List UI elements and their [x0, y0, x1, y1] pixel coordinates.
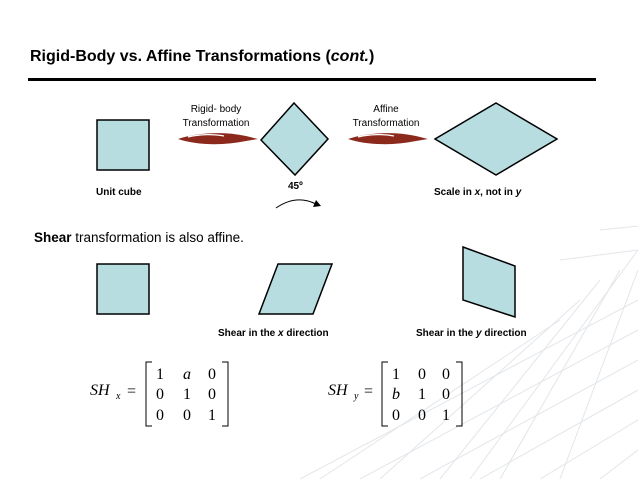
matrix-shy-subscript: y — [353, 391, 359, 402]
rotation-arc — [275, 199, 317, 209]
matrix-shx-cell: 1 — [183, 386, 191, 403]
shear-intro-text: Shear transformation is also affine. — [34, 230, 244, 245]
rigid-body-arrow-icon — [178, 133, 258, 145]
matrix-shy-right-bracket — [456, 361, 463, 427]
matrix-shy-equals: = — [364, 383, 373, 400]
affine-arrow-icon — [348, 133, 428, 145]
shear-x-parallelogram — [257, 263, 334, 315]
matrix-shy: SH y = 1 0 0 b 1 0 0 0 1 — [328, 361, 463, 427]
matrix-shx-right-bracket — [222, 361, 229, 427]
matrix-shx-cell: 0 — [208, 366, 216, 383]
affine-label-line1: Affine — [373, 104, 399, 115]
matrix-shx-cell: 0 — [156, 407, 164, 424]
matrix-shy-cell: 1 — [442, 407, 450, 424]
matrix-shy-cell: 1 — [418, 386, 426, 403]
matrix-shx-cell: 1 — [208, 407, 216, 424]
matrix-shx: SH x = 1 a 0 0 1 0 0 0 1 — [90, 361, 229, 427]
affine-label: Affine Transformation — [338, 103, 434, 131]
matrix-shx-cell: 0 — [183, 407, 191, 424]
matrix-shx-cell: a — [183, 366, 191, 383]
rigid-body-label-line1: Rigid- body — [190, 104, 242, 115]
title-underline — [28, 78, 596, 81]
matrix-shx-left-bracket — [145, 361, 152, 427]
shear-x-label: Shear in the x direction — [218, 328, 329, 339]
matrix-shy-cell: 0 — [442, 386, 450, 403]
affine-arrow-highlight — [357, 133, 395, 138]
matrix-shx-equals: = — [127, 383, 136, 400]
matrix-shx-cell: 1 — [156, 366, 164, 383]
rigid-body-arrow-highlight — [187, 133, 225, 138]
matrix-shy-cell: b — [392, 386, 400, 403]
matrix-shx-subscript: x — [115, 391, 121, 402]
matrix-shy-cell: 1 — [392, 366, 400, 383]
unit-cube-square — [96, 119, 150, 171]
scale-label: Scale in x, not in y — [434, 187, 522, 198]
matrix-shy-cell: 0 — [418, 366, 426, 383]
slide-title: Rigid-Body vs. Affine Transformations (c… — [30, 48, 375, 65]
shear-y-label: Shear in the y direction — [416, 328, 527, 339]
matrix-shy-symbol: SH — [328, 382, 349, 399]
affine-label-line2: Transformation — [352, 118, 420, 129]
scaled-rhombus — [433, 102, 559, 176]
rotation-arrowhead-icon — [313, 200, 321, 207]
matrix-shy-left-bracket — [381, 361, 388, 427]
rigid-body-label: Rigid- body Transformation — [168, 103, 264, 131]
shear-y-parallelogram — [462, 245, 516, 319]
matrix-shy-cell: 0 — [418, 407, 426, 424]
matrix-shy-cell: 0 — [442, 366, 450, 383]
matrix-shx-cell: 0 — [208, 386, 216, 403]
shear-original-square — [96, 263, 150, 315]
rotated-square — [259, 101, 330, 177]
angle-label: 45º — [288, 181, 303, 192]
matrix-shx-symbol: SH — [90, 382, 111, 399]
rigid-body-label-line2: Transformation — [182, 118, 250, 129]
matrix-shx-cell: 0 — [156, 386, 164, 403]
unit-cube-label: Unit cube — [96, 187, 142, 198]
matrix-shy-cell: 0 — [392, 407, 400, 424]
